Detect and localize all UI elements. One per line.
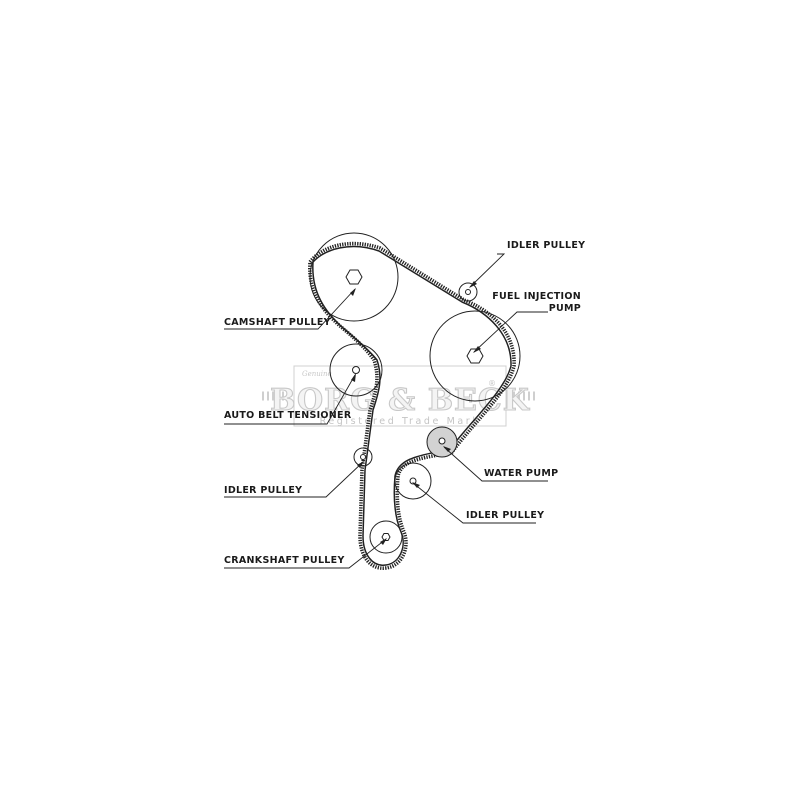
crankshaft-pulley-hub — [381, 533, 391, 541]
leader-fuel-injection-pump — [473, 311, 548, 353]
idler-pulley-left — [353, 447, 373, 467]
idler-pulley-left-rim — [353, 447, 373, 467]
component-labels: IDLER PULLEY FUEL INJECTION PUMP CAMSHAF… — [224, 240, 585, 566]
arrowhead-idler-pulley-left — [357, 461, 364, 468]
label-auto-belt-tensioner: AUTO BELT TENSIONER — [224, 410, 352, 421]
label-camshaft-pulley: CAMSHAFT PULLEY — [224, 317, 331, 328]
idler-pulley-top-rim — [458, 282, 478, 302]
watermark-script: Genuine — [302, 370, 332, 378]
camshaft-pulley — [309, 232, 399, 322]
idler-pulley-top — [458, 282, 478, 302]
label-fuel-injection-pump-line2: PUMP — [549, 303, 581, 314]
arrowhead-idler-pulley-top — [469, 281, 477, 288]
label-idler-pulley-right: IDLER PULLEY — [466, 510, 544, 521]
watermark-tagline: Registered Trade Mark — [320, 416, 481, 427]
arrowhead-fuel-injection-pump — [473, 346, 481, 353]
leader-idler-pulley-left — [224, 461, 364, 498]
arrowhead-water-pump — [443, 446, 451, 452]
timing-belt-teeth — [308, 241, 516, 570]
watermark-frame — [293, 365, 507, 427]
leader-idler-pulley-top — [469, 253, 506, 288]
watermark-registered-symbol: ® — [488, 379, 496, 388]
arrowhead-crankshaft-pulley — [380, 538, 387, 545]
idler-pulley-right-hub — [409, 477, 417, 485]
label-idler-pulley-left: IDLER PULLEY — [224, 485, 302, 496]
fuel-injection-pump — [429, 310, 521, 402]
camshaft-pulley-hub — [345, 269, 363, 285]
leader-lines — [224, 253, 548, 569]
label-crankshaft-pulley: CRANKSHAFT PULLEY — [224, 555, 345, 566]
idler-pulley-left-hub — [360, 454, 366, 460]
leader-crankshaft-pulley — [224, 538, 387, 569]
crankshaft-pulley-rim — [369, 520, 403, 554]
fuel-injection-pump-rim — [429, 310, 521, 402]
arrowhead-idler-pulley-right — [412, 482, 420, 488]
leader-auto-belt-tensioner — [224, 374, 356, 425]
label-idler-pulley-top: IDLER PULLEY — [507, 240, 585, 251]
camshaft-pulley-rim — [309, 232, 399, 322]
crankshaft-pulley — [369, 520, 403, 554]
label-water-pump: WATER PUMP — [484, 468, 558, 479]
auto-belt-tensioner-hub — [352, 366, 360, 374]
label-fuel-injection-pump-line1: FUEL INJECTION — [492, 291, 581, 302]
arrowhead-auto-belt-tensioner — [351, 373, 356, 382]
leader-camshaft-pulley — [224, 288, 356, 330]
leader-water-pump — [443, 446, 548, 482]
idler-pulley-right — [394, 462, 432, 500]
idler-pulley-top-hub — [465, 289, 471, 295]
water-pump-hub — [438, 437, 446, 445]
auto-belt-tensioner-rim — [329, 343, 383, 397]
auto-belt-tensioner — [329, 343, 383, 397]
arrowhead-camshaft-pulley — [350, 288, 356, 296]
leader-idler-pulley-right — [412, 482, 536, 524]
water-pump — [426, 426, 458, 458]
idler-pulley-right-rim — [394, 462, 432, 500]
